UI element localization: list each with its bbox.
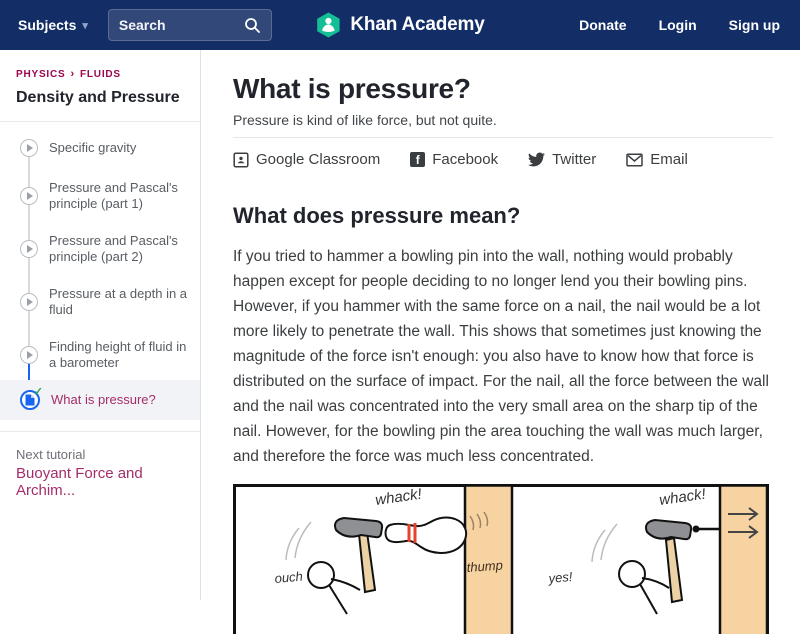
page-subtitle: Pressure is kind of like force, but not … [233, 112, 497, 128]
sidebar-item-specific-gravity[interactable]: Specific gravity [0, 134, 200, 162]
tutorial-title: Density and Pressure [0, 80, 200, 122]
article-icon: ✓ [20, 386, 43, 410]
right-panel-wall [718, 484, 769, 639]
breadcrumb-subject[interactable]: PHYSICS [16, 68, 66, 80]
lesson-label: Specific gravity [49, 140, 137, 155]
breadcrumb: PHYSICS › FLUIDS [0, 50, 200, 80]
lesson-label: Pressure and Pascal's principle (part 1) [49, 180, 178, 211]
yes-label: yes! [547, 569, 573, 586]
khan-academy-leaf-icon [317, 12, 340, 38]
search-box[interactable] [107, 9, 272, 41]
section-heading: What does pressure mean? [233, 203, 521, 228]
sidebar-item-pascals-principle-2[interactable]: Pressure and Pascal's principle (part 2) [0, 227, 200, 271]
google-classroom-icon [233, 151, 249, 168]
breadcrumb-separator-icon: › [70, 68, 75, 80]
signup-link[interactable]: Sign up [728, 17, 780, 33]
next-tutorial-label: Next tutorial [16, 447, 86, 462]
stick-figure-right [618, 560, 670, 615]
lesson-label: Finding height of fluid in a barometer [49, 339, 187, 370]
page-title: What is pressure? [233, 73, 471, 104]
thump-label: thump [466, 558, 503, 575]
force-arrow [728, 525, 759, 539]
next-tutorial-link[interactable]: Buoyant Force and Archim... [16, 465, 143, 499]
sidebar-item-pascals-principle-1[interactable]: Pressure and Pascal's principle (part 1) [0, 174, 200, 218]
article-paragraph: If you tried to hammer a bowling pin int… [233, 248, 769, 465]
lesson-label: Pressure and Pascal's principle (part 2) [49, 233, 178, 264]
search-icon[interactable] [244, 17, 261, 34]
lesson-list: Specific gravity Pressure and Pascal's p… [0, 122, 200, 432]
motion-arc [591, 529, 606, 563]
divider [233, 137, 773, 138]
google-classroom-share-button[interactable]: Google Classroom [233, 151, 380, 168]
brand-wordmark: Khan Academy [350, 14, 485, 35]
sidebar-item-barometer[interactable]: Finding height of fluid in a barometer [0, 333, 200, 377]
bowling-pin [384, 516, 468, 554]
donate-link[interactable]: Donate [579, 17, 627, 33]
motion-arc [285, 527, 300, 561]
nail [692, 525, 721, 533]
top-navbar: Subjects ▾ Khan Academy Donate Login Sig… [0, 0, 800, 50]
subjects-menu-button[interactable]: Subjects ▾ [18, 17, 88, 33]
play-icon [20, 139, 38, 157]
navbar-links: Donate Login Sign up [579, 17, 780, 33]
share-row: Google Classroom f Facebook Twitter Emai… [233, 151, 773, 168]
search-input[interactable] [118, 17, 244, 33]
email-share-button[interactable]: Email [626, 151, 688, 168]
hammer-right [645, 518, 693, 604]
article-content: What is pressure? Pressure is kind of li… [233, 50, 773, 639]
play-icon [20, 293, 38, 311]
lesson-sidebar: PHYSICS › FLUIDS Density and Pressure Sp… [0, 50, 201, 600]
sidebar-item-pressure-at-depth[interactable]: Pressure at a depth in a fluid [0, 280, 200, 324]
completed-check-icon: ✓ [33, 386, 43, 398]
play-icon [20, 346, 38, 364]
ouch-label: ouch [274, 569, 303, 586]
login-link[interactable]: Login [658, 17, 697, 33]
sidebar-item-what-is-pressure[interactable]: ✓ What is pressure? [0, 380, 200, 420]
play-icon [20, 240, 38, 258]
pressure-cartoon-image: whack! ouch [233, 484, 773, 639]
lesson-label: What is pressure? [51, 392, 156, 407]
cartoon-svg: whack! ouch [233, 484, 769, 639]
chevron-down-icon: ▾ [82, 19, 88, 32]
hammer-left [334, 516, 384, 594]
whack-label-right: whack! [658, 486, 707, 509]
motion-arc [294, 521, 312, 559]
whack-label-left: whack! [374, 486, 423, 509]
lesson-label: Pressure at a depth in a fluid [49, 286, 188, 317]
left-scene: whack! ouch [274, 486, 503, 615]
email-icon [626, 152, 644, 167]
right-scene: whack! [547, 486, 759, 615]
breadcrumb-topic[interactable]: FLUIDS [79, 68, 121, 80]
play-icon [20, 187, 38, 205]
next-tutorial-section: Next tutorial Buoyant Force and Archim..… [0, 432, 200, 514]
facebook-icon: f [410, 152, 426, 167]
twitter-icon [528, 152, 546, 167]
facebook-share-button[interactable]: f Facebook [410, 151, 498, 168]
impact-marks [469, 511, 489, 531]
progress-track-active [28, 355, 30, 400]
force-arrow [728, 507, 759, 521]
twitter-share-button[interactable]: Twitter [528, 151, 596, 168]
khan-academy-logo[interactable]: Khan Academy [315, 12, 485, 38]
subjects-label: Subjects [18, 17, 77, 33]
motion-arc [600, 523, 618, 561]
